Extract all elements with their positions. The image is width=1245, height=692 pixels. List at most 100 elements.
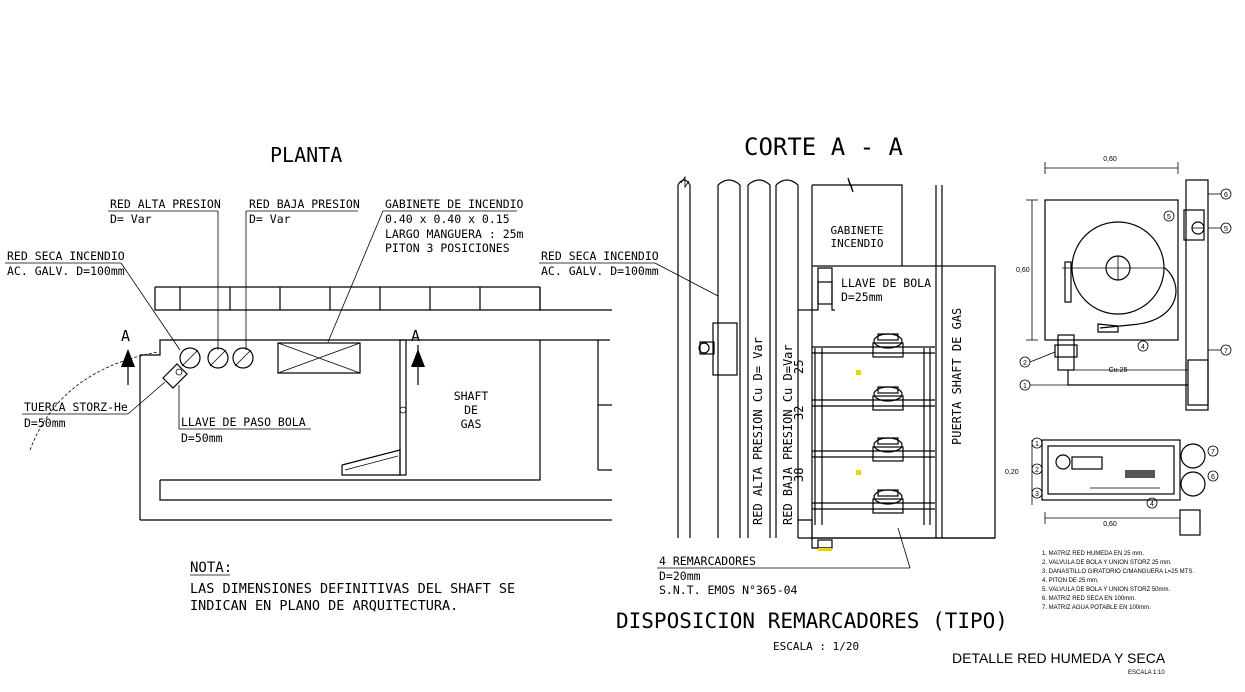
svg-text:AC. GALV. D=100mm: AC. GALV. D=100mm: [541, 264, 659, 278]
svg-text:DE: DE: [464, 403, 478, 417]
svg-text:A: A: [411, 327, 420, 345]
svg-text:7: 7: [1211, 449, 1215, 456]
marker-2b: 2: [1031, 463, 1043, 475]
dim-25: 25: [792, 360, 806, 374]
svg-text:4 REMARCADORES: 4 REMARCADORES: [659, 554, 756, 568]
svg-text:TUERCA STORZ-He: TUERCA STORZ-He: [24, 400, 128, 414]
detalle-markers: 6 5 5 4 7 2 1 1 2 3 4 7 6: [1019, 188, 1232, 509]
svg-text:0,60: 0,60: [1103, 156, 1117, 163]
marker-6b: 6: [1207, 470, 1219, 482]
marker-7: 7: [1208, 344, 1232, 356]
svg-text:LARGO MANGUERA : 25m: LARGO MANGUERA : 25m: [385, 227, 524, 241]
svg-text:GABINETE: GABINETE: [831, 224, 884, 237]
svg-text:1: 1: [1035, 441, 1039, 448]
planta-pipes: [162, 342, 361, 389]
marker-5: 5: [1208, 222, 1232, 234]
svg-text:LLAVE DE PASO BOLA: LLAVE DE PASO BOLA: [181, 415, 306, 429]
svg-text:2. VALVULA DE BOLA Y UNION STO: 2. VALVULA DE BOLA Y UNION STORZ 25 mm.: [1042, 560, 1172, 566]
svg-text:1. MATRIZ RED HUMEDA EN 25 mm.: 1. MATRIZ RED HUMEDA EN 25 mm.: [1042, 551, 1144, 557]
svg-text:7. MATRIZ AGUA POTABLE EN 100m: 7. MATRIZ AGUA POTABLE EN 100mm.: [1042, 605, 1151, 611]
label-red-alta: RED ALTA PRESION D= Var: [108, 197, 221, 350]
svg-text:INCENDIO: INCENDIO: [831, 237, 884, 250]
label-gabinete-corte: GABINETE INCENDIO: [831, 224, 884, 250]
label-red-seca-corte: RED SECA INCENDIO AC. GALV. D=100mm: [539, 249, 719, 297]
marker-7b: 7: [1207, 445, 1219, 457]
label-vertical-baja: RED BAJA PRESION Cu D=Var: [781, 344, 795, 525]
svg-text:PITON 3 POSICIONES: PITON 3 POSICIONES: [385, 241, 510, 255]
svg-text:5. VALVULA DE BOLA Y UNION STO: 5. VALVULA DE BOLA Y UNION STORZ 50mm.: [1042, 587, 1170, 593]
svg-text:0,60: 0,60: [1103, 521, 1117, 528]
svg-text:D= Var: D= Var: [249, 212, 291, 226]
label-vertical-puerta: PUERTA SHAFT DE GAS: [950, 308, 964, 445]
detalle-escala: ESCALA 1:10: [1128, 670, 1165, 676]
svg-text:RED SECA INCENDIO: RED SECA INCENDIO: [7, 249, 125, 263]
svg-text:RED BAJA PRESION: RED BAJA PRESION: [249, 197, 360, 211]
svg-text:0,20: 0,20: [1005, 469, 1019, 476]
svg-text:GAS: GAS: [461, 417, 482, 431]
label-gabinete: GABINETE DE INCENDIO 0.40 x 0.40 x 0.15 …: [327, 197, 524, 343]
svg-text:GABINETE DE INCENDIO: GABINETE DE INCENDIO: [385, 197, 524, 211]
corte-structure: [677, 175, 996, 549]
planta-title: PLANTA: [270, 143, 342, 167]
corte-caption: DISPOSICION REMARCADORES (TIPO): [616, 609, 1008, 633]
svg-text:LLAVE DE BOLA: LLAVE DE BOLA: [841, 276, 931, 290]
svg-text:6: 6: [1224, 192, 1228, 199]
svg-text:6: 6: [1211, 474, 1215, 481]
detalle-title: DETALLE RED HUMEDA Y SECA: [952, 650, 1166, 666]
svg-text:D=25mm: D=25mm: [841, 290, 883, 304]
marker-3: 3: [1031, 487, 1043, 499]
planta-door: [341, 339, 407, 476]
svg-text:D=20mm: D=20mm: [659, 569, 701, 583]
label-tuerca: TUERCA STORZ-He D=50mm: [22, 381, 166, 430]
svg-text:5: 5: [1167, 214, 1171, 221]
section-arrow-right: A: [411, 327, 425, 385]
label-red-seca-planta: RED SECA INCENDIO AC. GALV. D=100mm: [5, 249, 181, 351]
detalle-elevation: 0,60 0,60 Cu.25: [1016, 156, 1209, 411]
svg-text:0,60: 0,60: [1016, 267, 1030, 274]
marker-6: 6: [1208, 188, 1232, 200]
svg-text:2: 2: [1035, 467, 1039, 474]
marker-4b: 4: [1146, 497, 1158, 509]
marker-4: 4: [1137, 340, 1149, 352]
meter-rows: [812, 333, 935, 551]
label-shaft: SHAFT DE GAS: [454, 389, 489, 431]
svg-text:1: 1: [1023, 383, 1027, 390]
svg-text:D=50mm: D=50mm: [24, 416, 66, 430]
svg-text:0.40 x 0.40 x 0.15: 0.40 x 0.40 x 0.15: [385, 212, 510, 226]
detalle-plan: 0,20 0,60: [1005, 439, 1206, 536]
label-red-baja: RED BAJA PRESION D= Var: [245, 197, 360, 350]
svg-text:AC. GALV. D=100mm: AC. GALV. D=100mm: [7, 264, 125, 278]
corte-escala: ESCALA : 1/20: [773, 640, 859, 653]
corte-title: CORTE A - A: [744, 133, 903, 161]
dim-32: 32: [792, 406, 806, 420]
svg-text:INDICAN EN PLANO DE ARQUITECTU: INDICAN EN PLANO DE ARQUITECTURA.: [190, 598, 458, 614]
svg-text:3. DANASTILLO GIRATORIO C/MANG: 3. DANASTILLO GIRATORIO C/MANGUERA L=25 …: [1042, 569, 1194, 575]
label-llave-paso: LLAVE DE PASO BOLA D=50mm: [178, 385, 311, 445]
label-vertical-alta: RED ALTA PRESION Cu D= Var: [751, 337, 765, 525]
svg-text:Cu.25: Cu.25: [1109, 367, 1128, 374]
marker-1b: 1: [1031, 437, 1043, 449]
svg-text:D=50mm: D=50mm: [181, 431, 223, 445]
svg-text:LAS DIMENSIONES DEFINITIVAS DE: LAS DIMENSIONES DEFINITIVAS DEL SHAFT SE: [190, 581, 515, 597]
svg-text:RED SECA INCENDIO: RED SECA INCENDIO: [541, 249, 659, 263]
marker-2: 2: [1019, 351, 1056, 368]
hose-swing-arc: [29, 351, 159, 451]
svg-text:RED ALTA PRESION: RED ALTA PRESION: [110, 197, 221, 211]
svg-text:7: 7: [1224, 348, 1228, 355]
nota-block: NOTA: LAS DIMENSIONES DEFINITIVAS DEL SH…: [190, 560, 515, 614]
svg-text:4. PITON DE 25 mm.: 4. PITON DE 25 mm.: [1042, 578, 1099, 584]
svg-text:4: 4: [1150, 501, 1154, 508]
svg-text:3: 3: [1035, 491, 1039, 498]
svg-text:D= Var: D= Var: [110, 212, 152, 226]
svg-text:A: A: [121, 327, 130, 345]
dim-38: 38: [792, 468, 806, 482]
svg-text:6. MATRIZ RED SECA EN 100mm.: 6. MATRIZ RED SECA EN 100mm.: [1042, 596, 1136, 602]
detalle-legend: 1. MATRIZ RED HUMEDA EN 25 mm. 2. VALVUL…: [1042, 551, 1194, 611]
svg-text:S.N.T. EMOS N°365-04: S.N.T. EMOS N°365-04: [659, 583, 798, 597]
svg-text:5: 5: [1224, 226, 1228, 233]
label-remarcadores: 4 REMARCADORES D=20mm S.N.T. EMOS N°365-…: [657, 527, 911, 597]
svg-text:NOTA:: NOTA:: [190, 560, 232, 576]
label-llave-bola: LLAVE DE BOLA D=25mm: [841, 276, 931, 304]
svg-text:4: 4: [1141, 344, 1145, 351]
